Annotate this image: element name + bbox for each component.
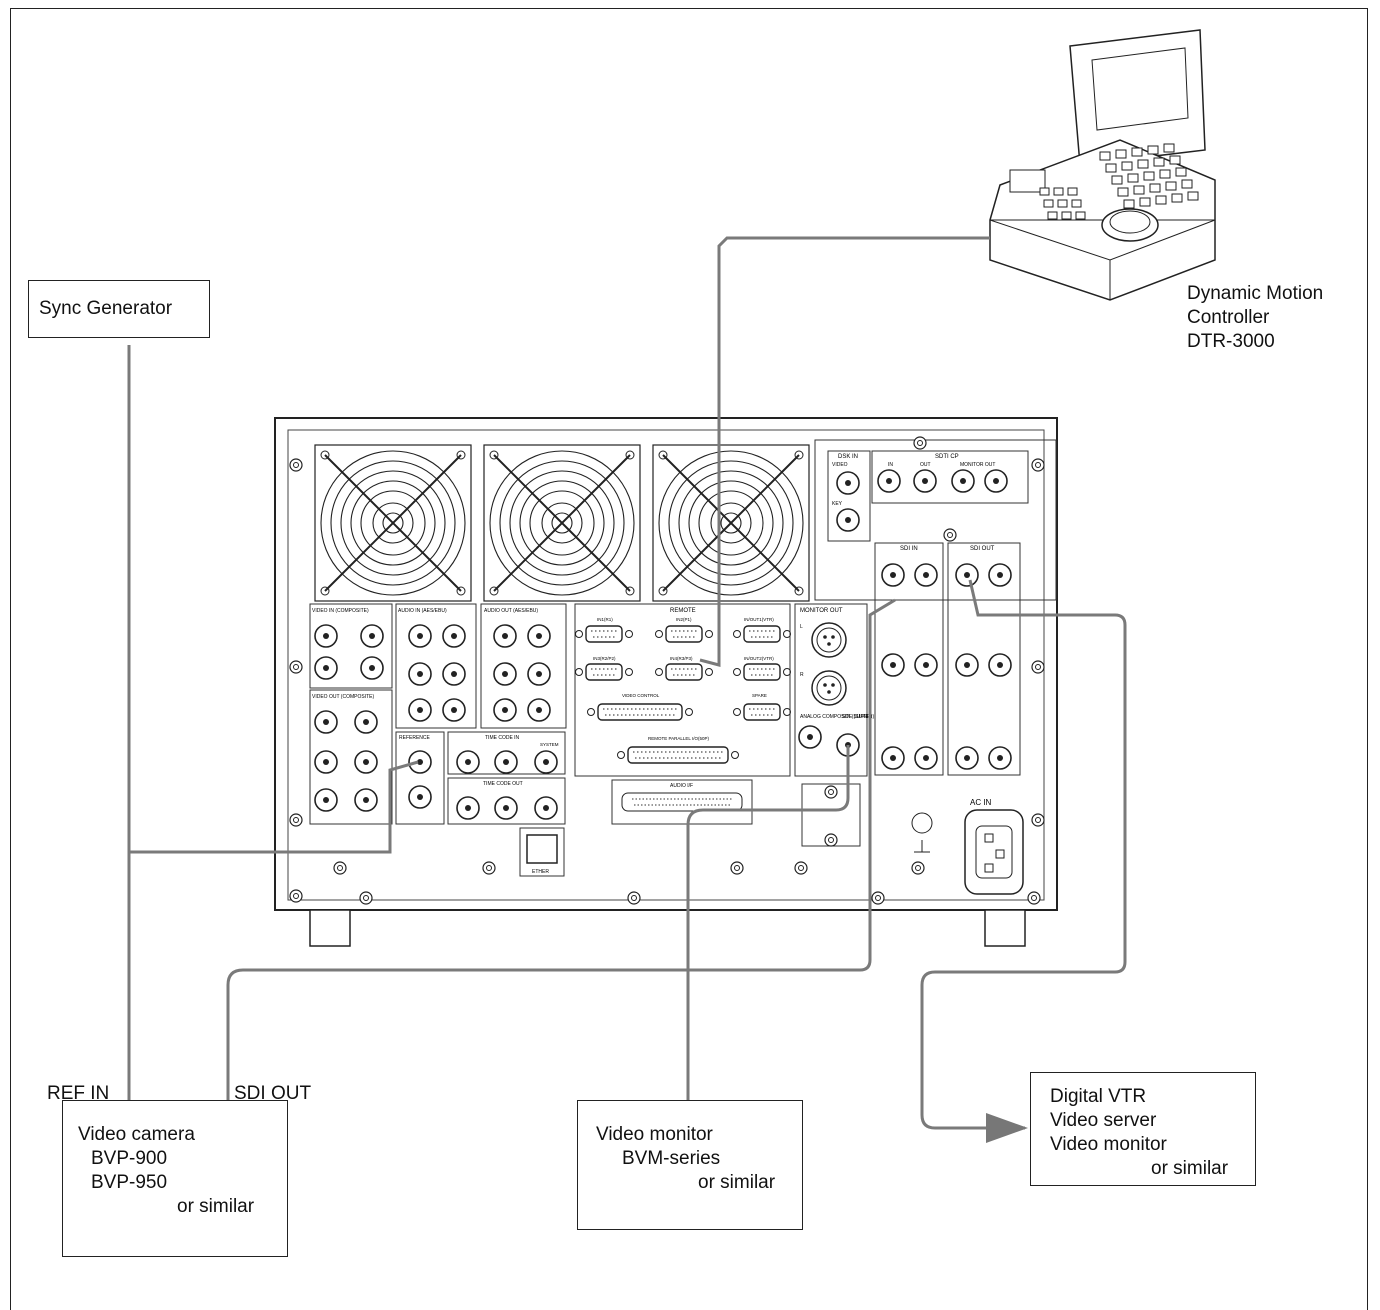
sync-generator-label: Sync Generator	[39, 298, 173, 319]
video-camera-box: Video camera BVP-900 BVP-950 or similar	[62, 1100, 288, 1257]
video-monitor-box: Video monitor BVM-series or similar	[577, 1100, 803, 1230]
digital-vtr-box: Digital VTR Video server Video monitor o…	[1030, 1072, 1256, 1186]
diagram-frame	[10, 8, 1368, 1310]
ref-in-label: REF IN	[47, 1083, 110, 1104]
sdi-out-label: SDI OUT	[234, 1083, 312, 1104]
sync-generator-box: Sync Generator	[28, 280, 210, 338]
